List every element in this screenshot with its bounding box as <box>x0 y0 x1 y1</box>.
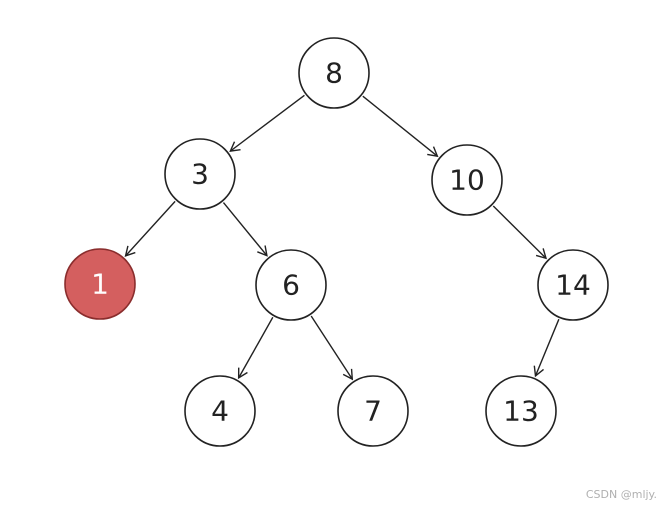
tree-node-n3: 3 <box>164 138 236 210</box>
tree-node-n10: 10 <box>431 144 503 216</box>
edge-n3-to-n6 <box>222 202 268 257</box>
edge-n6-to-n7 <box>310 315 354 381</box>
node-label-n1: 1 <box>91 268 109 301</box>
node-circle-n6 <box>255 249 327 321</box>
node-label-n4: 4 <box>211 395 229 428</box>
node-label-n3: 3 <box>191 158 209 191</box>
tree-node-n13: 13 <box>485 375 557 447</box>
tree-node-n1: 1 <box>64 248 136 320</box>
node-circle-n3 <box>164 138 236 210</box>
node-circle-n1 <box>64 248 136 320</box>
node-circle-n7 <box>337 375 409 447</box>
tree-node-n14: 14 <box>537 249 609 321</box>
edge-n8-to-n10 <box>362 95 439 158</box>
edge-n14-to-n13 <box>533 318 560 378</box>
node-circle-n4 <box>184 375 256 447</box>
tree-node-n7: 7 <box>337 375 409 447</box>
node-label-n14: 14 <box>555 269 591 302</box>
node-circle-n13 <box>485 375 557 447</box>
edge-n3-to-n1 <box>124 200 176 257</box>
node-label-n13: 13 <box>503 395 539 428</box>
node-label-n10: 10 <box>449 164 485 197</box>
node-label-n6: 6 <box>282 269 300 302</box>
edge-n6-to-n4 <box>237 316 274 380</box>
edge-n10-to-n14 <box>492 205 548 260</box>
node-circle-n14 <box>537 249 609 321</box>
tree-node-n4: 4 <box>184 375 256 447</box>
node-label-n7: 7 <box>364 395 382 428</box>
node-label-n8: 8 <box>325 57 343 90</box>
node-circle-n8 <box>298 37 370 109</box>
watermark-text: CSDN @mljy. <box>585 488 657 501</box>
edge-n8-to-n3 <box>229 94 305 152</box>
nodes-group: 8 3 10 1 6 14 4 7 13 <box>64 37 609 447</box>
tree-node-n8: 8 <box>298 37 370 109</box>
tree-node-n6: 6 <box>255 249 327 321</box>
edges-group <box>124 94 560 381</box>
node-circle-n10 <box>431 144 503 216</box>
